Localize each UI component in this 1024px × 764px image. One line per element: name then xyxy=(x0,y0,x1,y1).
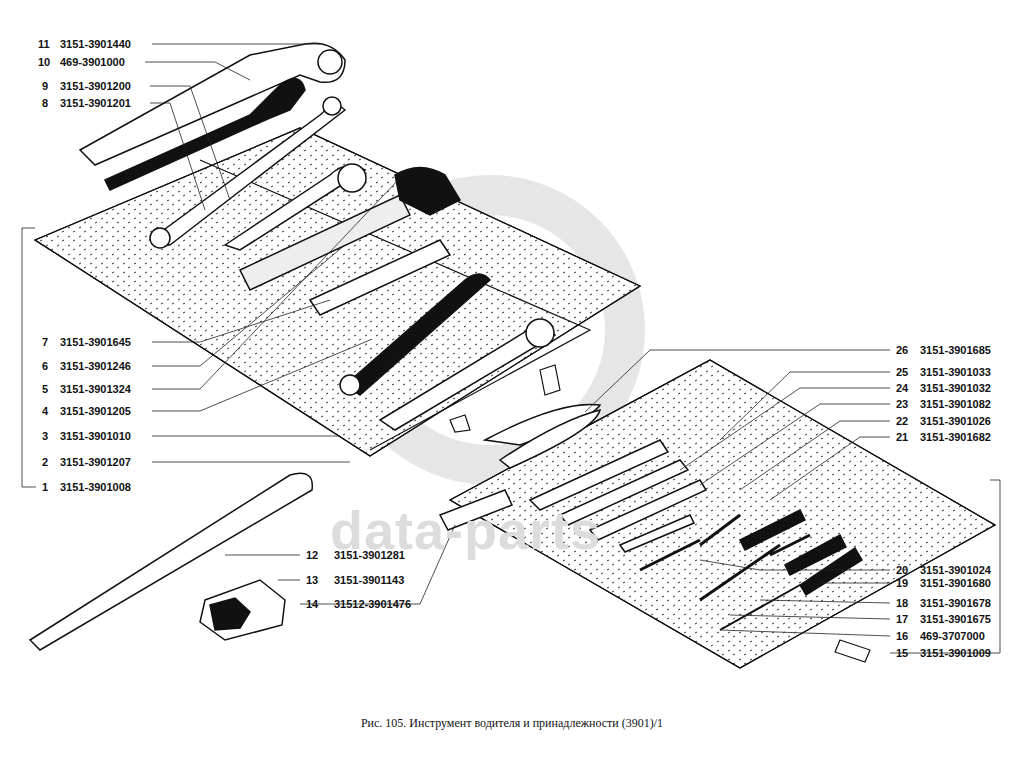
part-number: 3151-3901026 xyxy=(920,414,991,428)
callout-number: 2 xyxy=(42,455,48,469)
callout-number: 14 xyxy=(306,597,318,611)
callout-number: 4 xyxy=(42,404,48,418)
callout-number: 8 xyxy=(42,96,48,110)
callout-number: 21 xyxy=(896,430,908,444)
part-number: 31512-3901476 xyxy=(334,597,411,611)
part-number: 3151-3901246 xyxy=(60,359,131,373)
part-number: 3151-3901675 xyxy=(920,612,991,626)
part-number: 469-3901000 xyxy=(60,55,125,69)
callout-number: 9 xyxy=(42,79,48,93)
part-number: 3151-3901678 xyxy=(920,596,991,610)
part-number: 3151-3901324 xyxy=(60,382,131,396)
callout-number: 18 xyxy=(896,596,908,610)
callout-number: 12 xyxy=(306,548,318,562)
callout-number: 16 xyxy=(896,629,908,643)
part-number: 3151-3901010 xyxy=(60,429,131,443)
leader-lines xyxy=(22,44,1000,653)
part-number: 3151-3901205 xyxy=(60,404,131,418)
callout-number: 24 xyxy=(896,381,908,395)
callout-number: 11 xyxy=(38,37,50,51)
tools-left xyxy=(80,43,555,430)
callout-number: 1 xyxy=(42,480,48,494)
part-number: 3151-3901685 xyxy=(920,343,991,357)
part-number: 469-3707000 xyxy=(920,629,985,643)
part-number: 3151-3901008 xyxy=(60,480,131,494)
part-number: 3151-3901682 xyxy=(920,430,991,444)
callout-number: 26 xyxy=(896,343,908,357)
watermark: data-parts xyxy=(330,500,601,560)
callout-number: 25 xyxy=(896,365,908,379)
loose-tools xyxy=(30,473,312,650)
callout-number: 13 xyxy=(306,573,318,587)
callout-number: 15 xyxy=(896,646,908,660)
callout-number: 17 xyxy=(896,612,908,626)
part-number: 3151-3901440 xyxy=(60,37,131,51)
part-number: 3151-3901645 xyxy=(60,335,131,349)
part-number: 3151-3901201 xyxy=(60,96,131,110)
callout-number: 3 xyxy=(42,429,48,443)
callout-number: 19 xyxy=(896,576,908,590)
part-number: 3151-3901032 xyxy=(920,381,991,395)
part-number: 3151-3901200 xyxy=(60,79,131,93)
callout-number: 6 xyxy=(42,359,48,373)
callout-number: 23 xyxy=(896,397,908,411)
callout-number: 5 xyxy=(42,382,48,396)
part-number: 3151-3901033 xyxy=(920,365,991,379)
callout-number: 22 xyxy=(896,414,908,428)
part-number: 3151-3901680 xyxy=(920,576,991,590)
part-number: 3151-3901082 xyxy=(920,397,991,411)
part-number: 3151-3901024 xyxy=(920,563,991,577)
callout-number: 7 xyxy=(42,335,48,349)
part-number: 3151-3901207 xyxy=(60,455,131,469)
caption: Рис. 105. Инструмент водителя и принадле… xyxy=(361,716,663,731)
callout-number: 10 xyxy=(38,55,50,69)
callout-number: 20 xyxy=(896,563,908,577)
part-number: 3151-3901143 xyxy=(334,573,404,587)
part-number: 3151-3901009 xyxy=(920,646,991,660)
